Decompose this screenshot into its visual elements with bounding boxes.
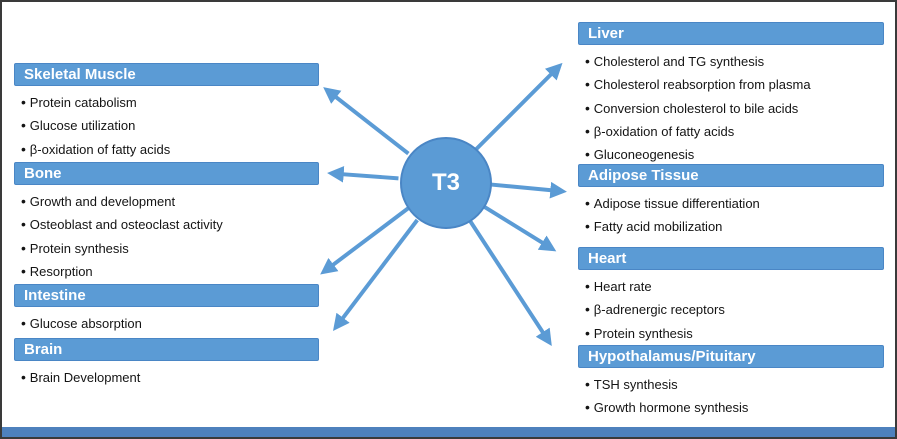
arrow-adipose-tissue [488,181,567,199]
list-item: Conversion cholesterol to bile acids [585,97,884,120]
arrow-hypothalamus [467,217,552,347]
section-header: Intestine [14,284,319,307]
section-items: Growth and development Osteoblast and os… [14,190,319,283]
section-items: Heart rate β-adrenergic receptors Protei… [578,275,884,345]
list-item: β-oxidation of fatty acids [21,138,319,161]
arrow-brain [333,218,419,331]
list-item: Glucose absorption [21,312,319,335]
arrow-bone [327,165,399,183]
list-item: Protein synthesis [21,237,319,260]
t3-label: T3 [431,169,460,196]
section-header: Hypothalamus/Pituitary [578,345,884,368]
list-item: TSH synthesis [585,373,884,396]
arrow-heart [480,203,557,252]
section-items: TSH synthesis Growth hormone synthesis [578,373,884,420]
arrow-intestine [320,206,410,275]
list-item: Cholesterol reabsorption from plasma [585,73,884,96]
list-item: Growth hormone synthesis [585,396,884,419]
arrow-liver [474,62,563,152]
list-item: Cholesterol and TG synthesis [585,50,884,73]
section-items: Glucose absorption [14,312,319,335]
list-item: Adipose tissue differentiation [585,192,884,215]
list-item: Heart rate [585,275,884,298]
section-intestine: Intestine Glucose absorption [14,284,319,335]
section-skeletal-muscle: Skeletal Muscle Protein catabolism Gluco… [14,63,319,161]
section-items: Cholesterol and TG synthesis Cholesterol… [578,50,884,166]
list-item: Growth and development [21,190,319,213]
section-header: Skeletal Muscle [14,63,319,86]
list-item: Gluconeogenesis [585,143,884,166]
list-item: Protein catabolism [21,91,319,114]
section-items: Adipose tissue differentiation Fatty aci… [578,192,884,239]
list-item: Resorption [21,260,319,283]
section-header: Adipose Tissue [578,164,884,187]
list-item: Protein synthesis [585,322,884,345]
section-hypothalamus-pituitary: Hypothalamus/Pituitary TSH synthesis Gro… [578,345,884,420]
arrow-skeletal-muscle [323,87,410,156]
section-header: Bone [14,162,319,185]
list-item: Brain Development [21,366,319,389]
section-brain: Brain Brain Development [14,338,319,389]
section-items: Protein catabolism Glucose utilization β… [14,91,319,161]
bottom-accent-bar [2,427,895,437]
list-item: Osteoblast and osteoclast activity [21,213,319,236]
section-bone: Bone Growth and development Osteoblast a… [14,162,319,283]
list-item: β-oxidation of fatty acids [585,120,884,143]
t3-node: T3 [400,137,492,229]
section-header: Heart [578,247,884,270]
section-heart: Heart Heart rate β-adrenergic receptors … [578,247,884,345]
section-liver: Liver Cholesterol and TG synthesis Chole… [578,22,884,166]
section-header: Brain [14,338,319,361]
section-adipose-tissue: Adipose Tissue Adipose tissue differenti… [578,164,884,239]
section-header: Liver [578,22,884,45]
list-item: Fatty acid mobilization [585,215,884,238]
section-items: Brain Development [14,366,319,389]
list-item: Glucose utilization [21,114,319,137]
list-item: β-adrenergic receptors [585,298,884,321]
